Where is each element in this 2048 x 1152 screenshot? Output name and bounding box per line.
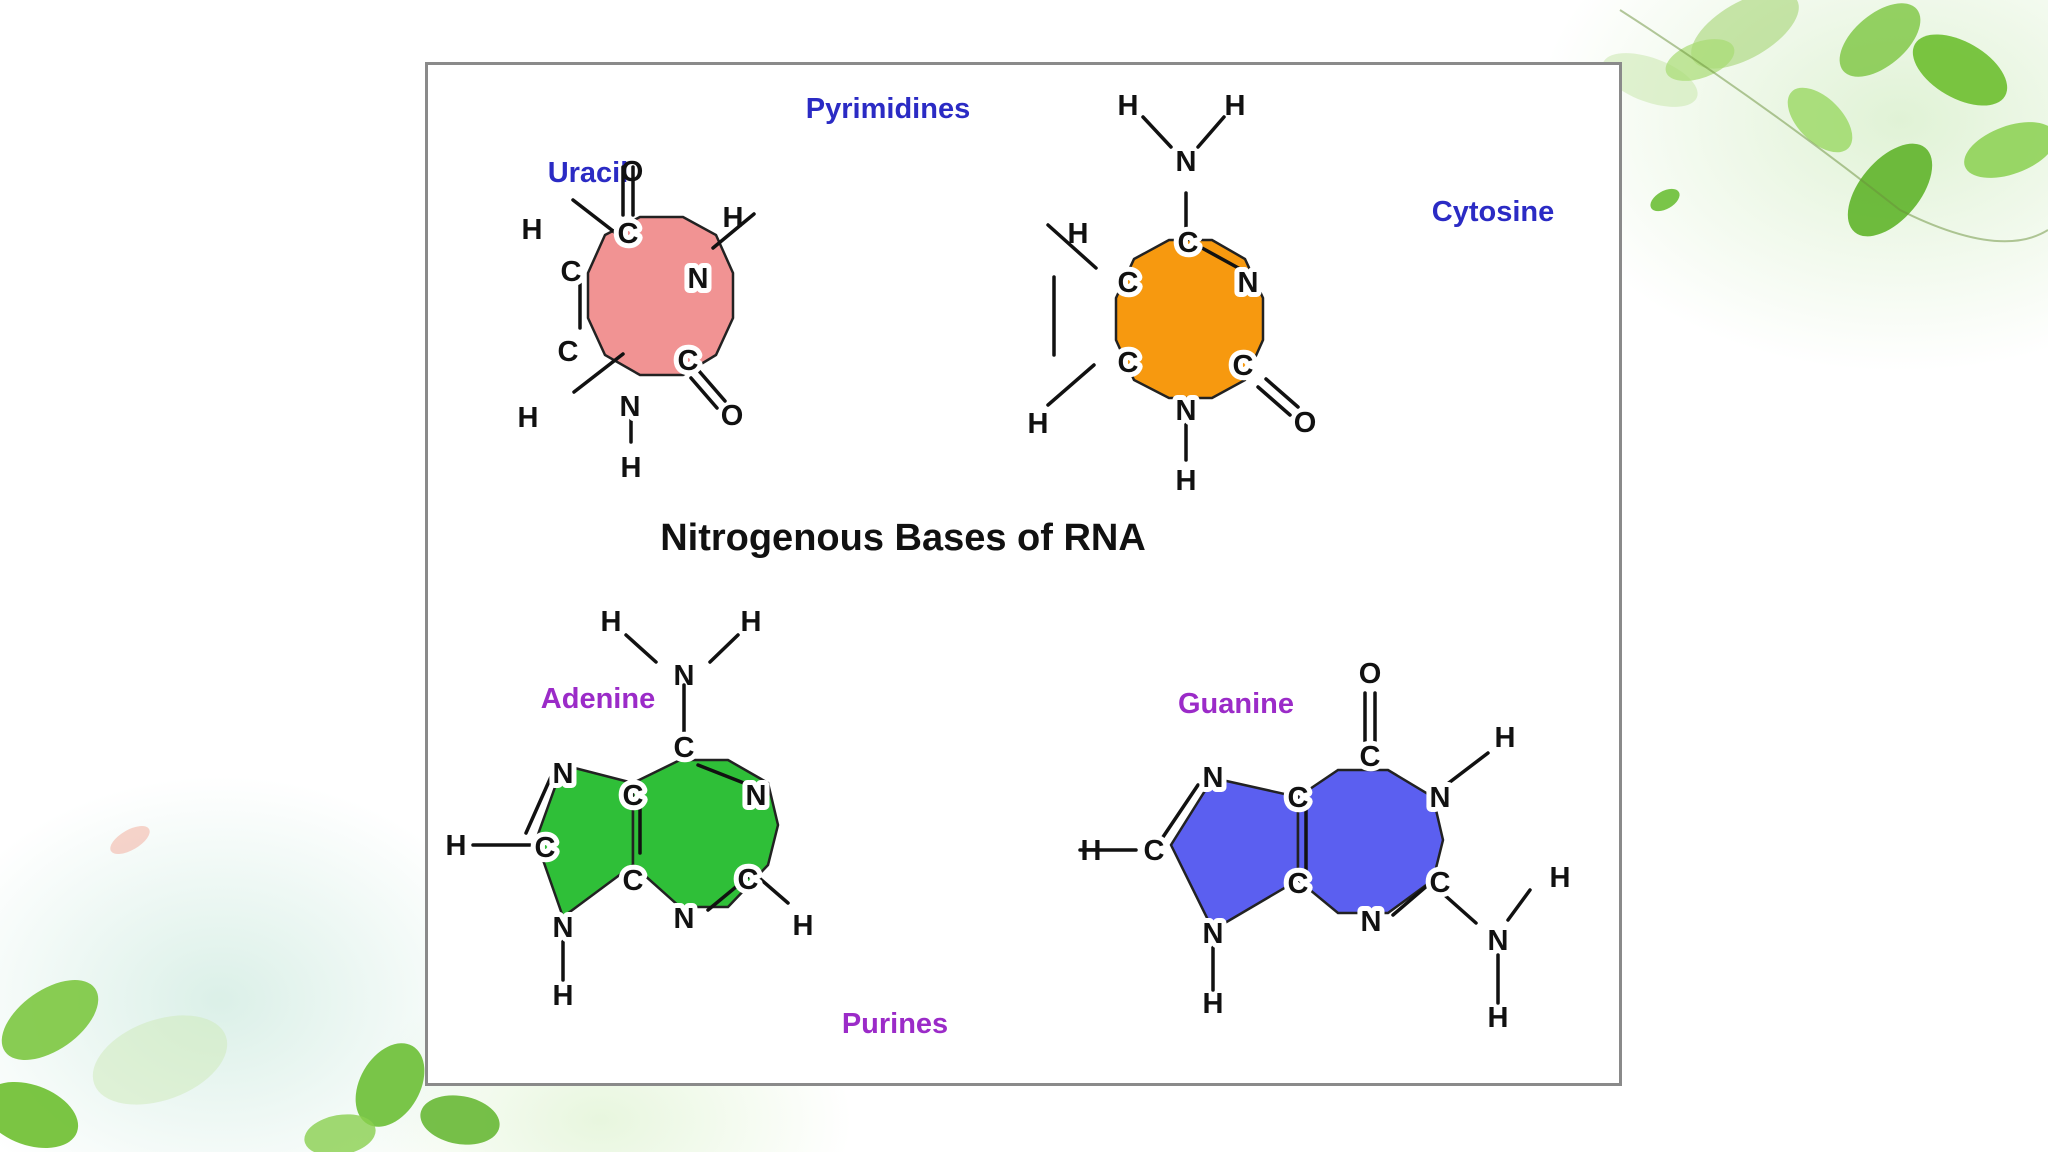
atom-cytosine-h4a: H [1118,90,1139,122]
atom-uracil-o4: O [621,156,644,188]
cytosine-label: Cytosine [1432,196,1554,228]
atom-cytosine-c6: C [1118,347,1139,379]
atom-guanine-h9: H [1203,988,1224,1020]
atom-guanine-o6: O [1359,658,1382,690]
atom-guanine-c2: C [1430,867,1451,899]
atom-guanine-c8: C [1144,835,1165,867]
atom-guanine-n9: N [1203,918,1224,950]
atom-uracil-c6: C [558,336,579,368]
atom-guanine-h2a: H [1550,862,1571,894]
atom-guanine-c5: C [1288,782,1309,814]
uracil-ring [586,215,735,377]
atom-cytosine-o2: O [1294,407,1317,439]
atom-guanine-c6: C [1360,741,1381,773]
pyrimidines-label: Pyrimidines [806,93,970,125]
atom-adenine-n7: N [553,758,574,790]
atom-adenine-h6b: H [741,606,762,638]
leaf-cluster-bottom-left [0,826,500,1152]
atom-cytosine-c4: C [1178,227,1199,259]
adenine-pyrimidine-ring [631,758,780,909]
cytosine-molecule: Cytosine C N C N C C N H H H H O H [1028,90,1555,497]
atom-adenine-c6: C [674,732,695,764]
atom-adenine-n6: N [674,660,695,692]
leaf-cluster-top-right [1602,0,2048,243]
atom-cytosine-h6: H [1028,408,1049,440]
purines-label: Purines [842,1008,948,1040]
atom-cytosine-c5: C [1118,267,1139,299]
atom-adenine-h8: H [446,830,467,862]
atom-guanine-n2: N [1488,925,1509,957]
atom-adenine-c4: C [623,865,644,897]
atom-guanine-h2b: H [1488,1002,1509,1034]
atom-guanine-h8: H [1081,835,1102,867]
guanine-pyrimidine-ring [1296,768,1445,915]
adenine-molecule: Adenine H C N N C C C N C N N H H H H [446,606,814,1012]
atom-guanine-n1: N [1430,782,1451,814]
uracil-label: Uracil [548,157,629,189]
guanine-imidazole-ring [1169,776,1300,932]
atom-adenine-n1: N [746,780,767,812]
guanine-molecule: Guanine H C N N C C C N C N O H N H H H [1078,658,1571,1034]
diagram-panel: Pyrimidines Purines Nitrogenous Bases of… [425,62,1622,1086]
atom-uracil-c2: C [678,345,699,377]
atom-uracil-n3: N [688,263,709,295]
guanine-label: Guanine [1178,688,1294,720]
atom-adenine-h9: H [553,980,574,1012]
atom-uracil-c4: C [618,218,639,250]
uracil-molecule: Uracil C N C N C C O O H H H H [518,156,756,484]
atom-adenine-c2: C [738,864,759,896]
atom-cytosine-n1: N [1176,395,1197,427]
atom-uracil-h3: H [723,202,744,234]
atom-adenine-h2: H [793,910,814,942]
atom-guanine-c4: C [1288,868,1309,900]
atom-adenine-n3: N [674,903,695,935]
atom-cytosine-h1: H [1176,465,1197,497]
atom-guanine-n7: N [1203,762,1224,794]
atom-guanine-h1: H [1495,722,1516,754]
atom-cytosine-n4: N [1176,146,1197,178]
atom-cytosine-h4b: H [1225,90,1246,122]
atom-cytosine-n3: N [1238,267,1259,299]
atom-uracil-h1: H [621,452,642,484]
cytosine-ring [1114,238,1265,400]
atom-cytosine-c2: C [1233,350,1254,382]
atom-uracil-n1: N [620,391,641,423]
atom-uracil-o2: O [721,400,744,432]
atom-adenine-n9: N [553,912,574,944]
atom-uracil-h5: H [522,214,543,246]
atom-adenine-h6a: H [601,606,622,638]
diagram-title: Nitrogenous Bases of RNA [660,517,1146,559]
atom-adenine-c5: C [623,780,644,812]
atom-uracil-h6: H [518,402,539,434]
adenine-label: Adenine [541,683,655,715]
atom-uracil-c5: C [561,256,582,288]
atom-cytosine-h5: H [1068,218,1089,250]
atom-guanine-n3: N [1361,906,1382,938]
atom-adenine-c8: C [535,832,556,864]
nitrogenous-bases-diagram: Pyrimidines Purines Nitrogenous Bases of… [446,90,1571,1040]
adenine-imidazole-ring [534,763,635,920]
